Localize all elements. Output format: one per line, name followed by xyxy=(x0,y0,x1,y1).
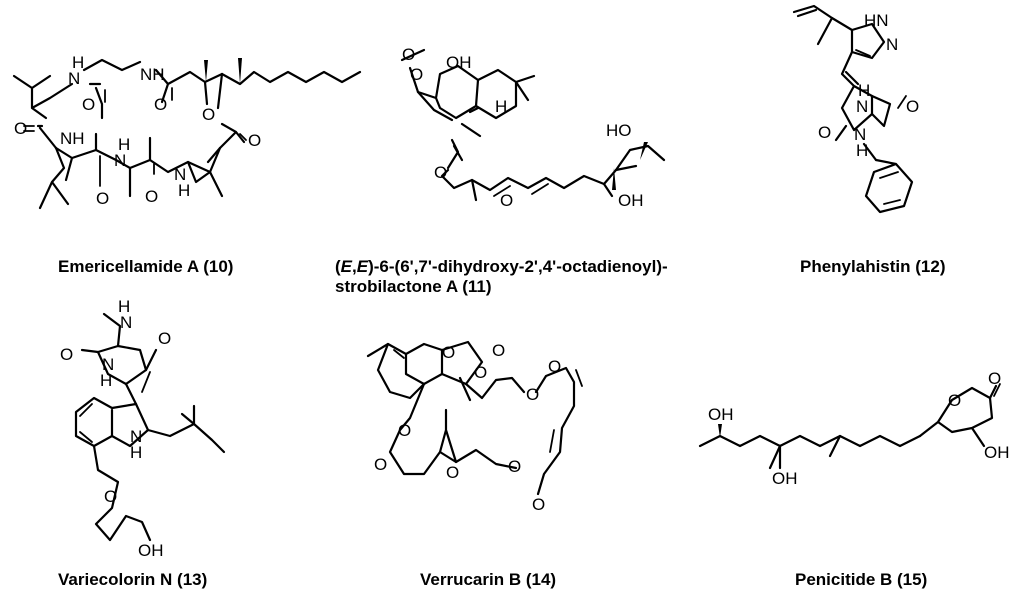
atom-label: H xyxy=(495,97,507,116)
atom-label: N xyxy=(120,313,132,332)
atom-label: OH xyxy=(618,191,644,210)
atom-label: N xyxy=(102,355,114,374)
atom-label: O xyxy=(60,345,73,364)
atom-label: O xyxy=(474,363,487,382)
atom-label: O xyxy=(14,119,27,138)
caption-penicitide-b: Penicitide B (15) xyxy=(795,570,927,589)
atom-label: O xyxy=(532,495,545,514)
atom-label: H xyxy=(118,135,130,154)
atom-label: O xyxy=(434,163,447,182)
atom-label: O xyxy=(398,421,411,440)
atom-label: OH xyxy=(772,469,798,488)
atom-label: O xyxy=(988,369,1001,388)
caption-variecolorin-n: Variecolorin N (13) xyxy=(58,570,207,589)
atom-label: O xyxy=(500,191,513,210)
atom-label: H xyxy=(100,371,112,390)
atom-label: O xyxy=(96,189,109,208)
atom-label: H xyxy=(72,53,84,72)
atom-label: H xyxy=(858,81,870,100)
atom-label: H xyxy=(856,141,868,160)
atom-label: H xyxy=(178,181,190,200)
atom-label: N xyxy=(856,97,868,116)
atom-label: HO xyxy=(606,121,632,140)
structure-penicitide-b: OH OH O O OH xyxy=(698,369,1010,488)
atom-label: O xyxy=(158,329,171,348)
atom-label: O xyxy=(145,187,158,206)
atom-label: N xyxy=(886,35,898,54)
atom-label: NH xyxy=(60,129,85,148)
atom-label: OH xyxy=(446,53,472,72)
atom-label: O xyxy=(374,455,387,474)
structure-variecolorin-n: H N O O N H N H O OH xyxy=(60,297,226,560)
atom-label: H xyxy=(130,443,142,462)
atom-label: O xyxy=(526,385,539,404)
atom-label: O xyxy=(154,95,167,114)
atom-label: O xyxy=(446,463,459,482)
structure-verrucarin-b: O O O O O O O O O O xyxy=(366,340,583,514)
atom-label: O xyxy=(402,45,415,64)
atom-label: O xyxy=(410,65,423,84)
atom-label: OH xyxy=(984,443,1010,462)
atom-label: O xyxy=(248,131,261,150)
structure-phenylahistin: HN N H N O O N H xyxy=(792,4,919,214)
atom-label: O xyxy=(104,487,117,506)
atom-label: O xyxy=(82,95,95,114)
atom-label: O xyxy=(906,97,919,116)
caption-strobilactone-a-line2: strobilactone A (11) xyxy=(335,277,492,296)
atom-label: O xyxy=(442,343,455,362)
caption-emericellamide-a: Emericellamide A (10) xyxy=(58,257,233,276)
atom-label: O xyxy=(492,341,505,360)
atom-label: N xyxy=(68,69,80,88)
atom-label: H xyxy=(118,297,130,316)
caption-strobilactone-a-line1: (E,E)-6-(6',7'-dihydroxy-2',4'-octadieno… xyxy=(335,257,668,276)
atom-label: N xyxy=(174,165,186,184)
atom-label: N xyxy=(854,125,866,144)
atom-label: OH xyxy=(138,541,164,560)
atom-label: O xyxy=(818,123,831,142)
atom-label: N xyxy=(130,427,142,446)
atom-label: HN xyxy=(864,11,889,30)
caption-phenylahistin: Phenylahistin (12) xyxy=(800,257,945,276)
atom-label: NH xyxy=(140,65,165,84)
structure-strobilactone-a: O O OH H O O HO OH xyxy=(400,45,666,210)
structure-emericellamide-a: H N O NH O O O O NH N H O N H O xyxy=(12,53,362,210)
atom-label: O xyxy=(202,105,215,124)
atom-label: O xyxy=(508,457,521,476)
caption-verrucarin-b: Verrucarin B (14) xyxy=(420,570,556,589)
atom-label: O xyxy=(548,357,561,376)
atom-label: OH xyxy=(708,405,734,424)
atom-label: O xyxy=(948,391,961,410)
atom-label: N xyxy=(114,151,126,170)
